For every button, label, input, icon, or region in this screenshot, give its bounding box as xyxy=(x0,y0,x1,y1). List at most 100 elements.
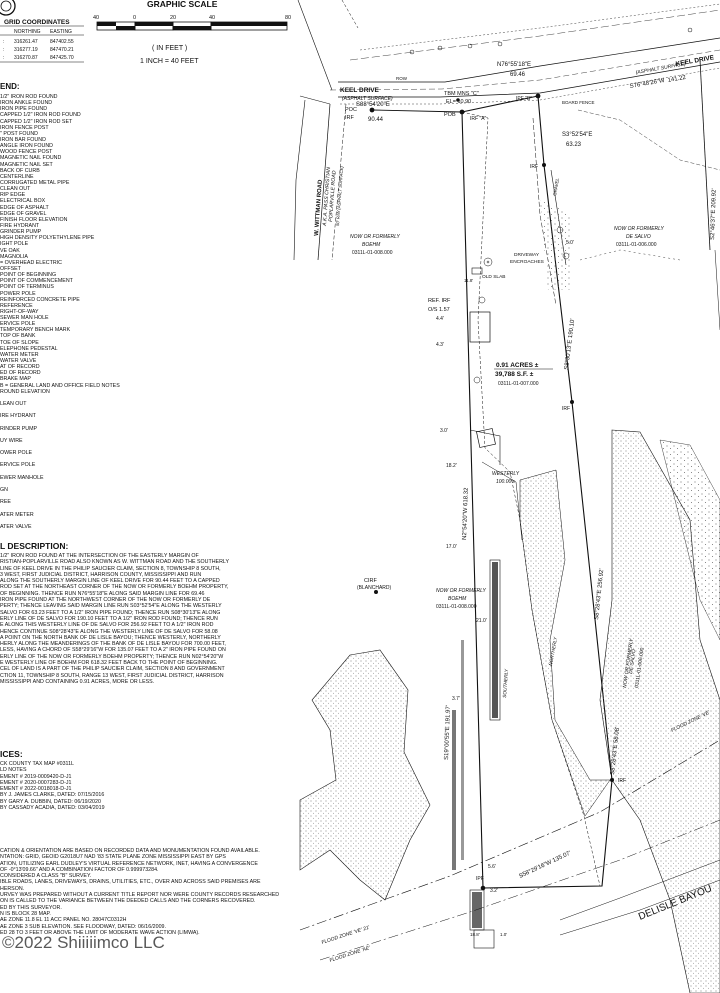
call-poc-dist: 90.44 xyxy=(368,117,384,123)
description-line: CTION 11, TOWNSHIP 8 SOUTH, RANGE 13 WES… xyxy=(0,672,224,679)
reference-line: EMENT # 2020-0007283-D-J1 xyxy=(0,779,72,786)
keel-drive-west-surface: (ASPHALT SURFACE) xyxy=(342,96,393,102)
description-line: LINE OF KEEL DRIVE IN THE PHILIP SAUCIER… xyxy=(0,565,221,572)
legend-item: BACK OF CURB xyxy=(0,167,40,174)
call-s1-dist: 63.23 xyxy=(566,142,582,148)
ref-irf-label: REF. IRF xyxy=(428,298,451,304)
legend-item: ATER METER xyxy=(0,511,34,518)
desalvo-lower-3: 0311L-01-006.000 xyxy=(634,647,646,688)
legend-item: POWER POLE xyxy=(0,290,36,297)
dim-1-0: 1.0' xyxy=(500,932,507,937)
grid-r1-e: 847470.21 xyxy=(50,47,74,53)
wittman-4: 50' R/W (ASPHALT SURFACE) xyxy=(335,165,344,226)
poc-monument xyxy=(369,107,375,113)
legend-item: MAGNOLIA xyxy=(0,253,28,260)
legend-item: ELECTRICAL BOX xyxy=(0,198,46,205)
seal-fragment xyxy=(0,0,16,16)
dim-3-0: 3.0' xyxy=(440,428,448,434)
boehm-owner-3: 0311L-01-008.000 xyxy=(352,250,393,256)
legend-item: HIGH DENSITY POLYETHYLENE PIPE xyxy=(0,235,95,242)
call-west: N2°54'20"W 618.32 xyxy=(462,487,470,540)
legend-item: ELEPHONE PEDESTAL xyxy=(0,345,58,352)
ipf-a-label: IRF "A" xyxy=(470,116,487,122)
legend-item: FIRE HYDRANT xyxy=(0,222,40,229)
marsh-areas xyxy=(299,200,720,993)
tbm-monument xyxy=(456,98,460,102)
boehm-lower-1: NOW OR FORMERLY xyxy=(436,588,486,594)
reference-line: BY CASSADY ACADIA, DATED: 03/04/2019 xyxy=(0,805,105,812)
legend-item: B = GENERAL LAND AND OFFICE FIELD NOTES xyxy=(0,382,120,389)
description-line: HENCE CONTINUE S08°28'43"E ALONG THE WES… xyxy=(0,628,218,635)
legend-item: RIP EDGE xyxy=(0,192,26,199)
legend-item: TOP OF BANK xyxy=(0,333,36,340)
call-chord: S58°29'16"W 135.07' xyxy=(518,850,572,879)
reference-line: BY J. JAMES CLARKE, DATED: 07/15/2016 xyxy=(0,792,105,799)
grid-r1-label: : xyxy=(3,47,4,53)
legend-item: = OVERHEAD ELECTRIC xyxy=(0,259,62,266)
note-line: IBLE ROADS, LANES, DRIVEWAYS, DRAINS, UT… xyxy=(0,879,261,886)
scale-tick-1: 0 xyxy=(133,15,136,21)
keel-drive-east-surface: (ASPHALT SURFACE) xyxy=(635,61,686,76)
encroaches-label: ENCROACHES xyxy=(510,259,544,265)
description-line: OF BEGINNING. THENCE RUN N76°55'18"E ALO… xyxy=(0,590,205,597)
irf-label-1: IRF xyxy=(530,164,538,170)
westerly-dist-label: 100.00's xyxy=(496,479,515,485)
call-east-dist: 141.22 xyxy=(667,75,687,84)
grid-title: GRID COORDINATES xyxy=(4,19,70,26)
boehm-lower-3: 0311L-01-008.000 xyxy=(436,604,477,610)
legend-item: OWER POLE xyxy=(0,450,33,457)
meander-northerly: NORTHERLY xyxy=(548,636,559,666)
boehm-owner-2: BOEHM xyxy=(362,242,381,248)
legend-item: VE OAK xyxy=(0,247,20,254)
call-north-bearing: N76°55'18"E xyxy=(497,62,531,68)
plan-linework xyxy=(293,0,720,949)
scale-tick-4: 80 xyxy=(285,15,291,21)
call-poc-bearing: S88°54'20"E xyxy=(356,102,390,108)
note-line: AE ZONE 11.8 EL 11 ACC PANEL NO. 28047C0… xyxy=(0,917,127,924)
scale-title: GRAPHIC SCALE xyxy=(147,0,218,9)
dim-11-8: 11.8' xyxy=(464,278,473,283)
desalvo-lower-2: DE SALVO xyxy=(628,649,637,674)
legend-item: ERVICE POLE xyxy=(0,462,36,469)
legend-item: CORRUGATED METAL PIPE xyxy=(0,179,70,186)
irf-monument-3 xyxy=(610,778,614,782)
call-north-dist: 69.46 xyxy=(510,72,526,78)
description-line: IRON PIPE FOUND AT THE NORTHWEST CORNER … xyxy=(0,597,211,604)
description-title: L DESCRIPTION: xyxy=(0,541,69,551)
flood-zone-ve21: FLOOD ZONE 'VE' 21' xyxy=(321,924,372,946)
scale-unit: ( IN FEET ) xyxy=(152,45,187,52)
note-line: ON IS CALLED TO THE VARIANCE BETWEEN THE… xyxy=(0,898,256,905)
description-line: HERLY ALONG THE MEANDERINGS OF THE BANK … xyxy=(0,641,226,648)
legend-item: RINDER PUMP xyxy=(0,425,38,432)
call-east-bearing: S76°48'26"W xyxy=(629,78,665,90)
legend-item: GN xyxy=(0,487,8,493)
wittman-2: A.K.A. PASS CHRISTIAN xyxy=(322,167,332,228)
old-slab-label: OLD SLAB xyxy=(482,274,505,280)
reference-line: EMENT # 2019-0009420-D-J1 xyxy=(0,773,72,780)
description-line: PERTY; THENCE LEAVING SAID MARGIN LINE R… xyxy=(0,603,222,610)
legend-item: RIGHT-OF-WAY xyxy=(0,308,39,315)
legend-item: AT OF RECORD xyxy=(0,364,40,371)
description-line: ALONG THE SOUTHERLY MARGIN LINE OF KEEL … xyxy=(0,578,220,585)
sqft-label: 39,788 S.F. ± xyxy=(495,371,534,378)
reference-line: LD NOTES xyxy=(0,767,27,774)
legend-item: IGHT POLE xyxy=(0,241,29,248)
description-line: ROD SET AT THE NORTHEAST CORNER OF THE N… xyxy=(0,584,229,591)
call-s3: S8°28'43"E 256.92' xyxy=(594,568,605,620)
note-line: OF -0°13'09.66" AND A COMBINATION FACTOR… xyxy=(0,866,159,873)
legend-item: POINT OF COMMENCEMENT xyxy=(0,278,73,285)
description-line: E ALONG THIS WESTERLY LINE OF DE SALVO F… xyxy=(0,622,214,629)
note-line: N IS BLOCK 28 MAP. xyxy=(0,910,51,917)
legend-item: FINISH FLOOR ELEVATION xyxy=(0,216,68,223)
legend-item: MAGNETIC NAIL FOUND xyxy=(0,155,62,162)
legend-item: EDGE OF ASPHALT xyxy=(0,204,49,211)
legend-item: 1/2" IRON ROD FOUND xyxy=(0,94,58,100)
legend-item: BRAKE MAP xyxy=(0,376,31,383)
reference-line: CK COUNTY TAX MAP #0311L xyxy=(0,761,74,767)
scale-tick-3: 40 xyxy=(209,15,215,21)
legend-item: MAGNETIC NAIL SET xyxy=(0,161,53,168)
note-line: ATION, UTILIZING EARL DUDLEY'S VIRTUAL R… xyxy=(0,860,258,867)
legend-item: CENTERLINE xyxy=(0,173,34,180)
